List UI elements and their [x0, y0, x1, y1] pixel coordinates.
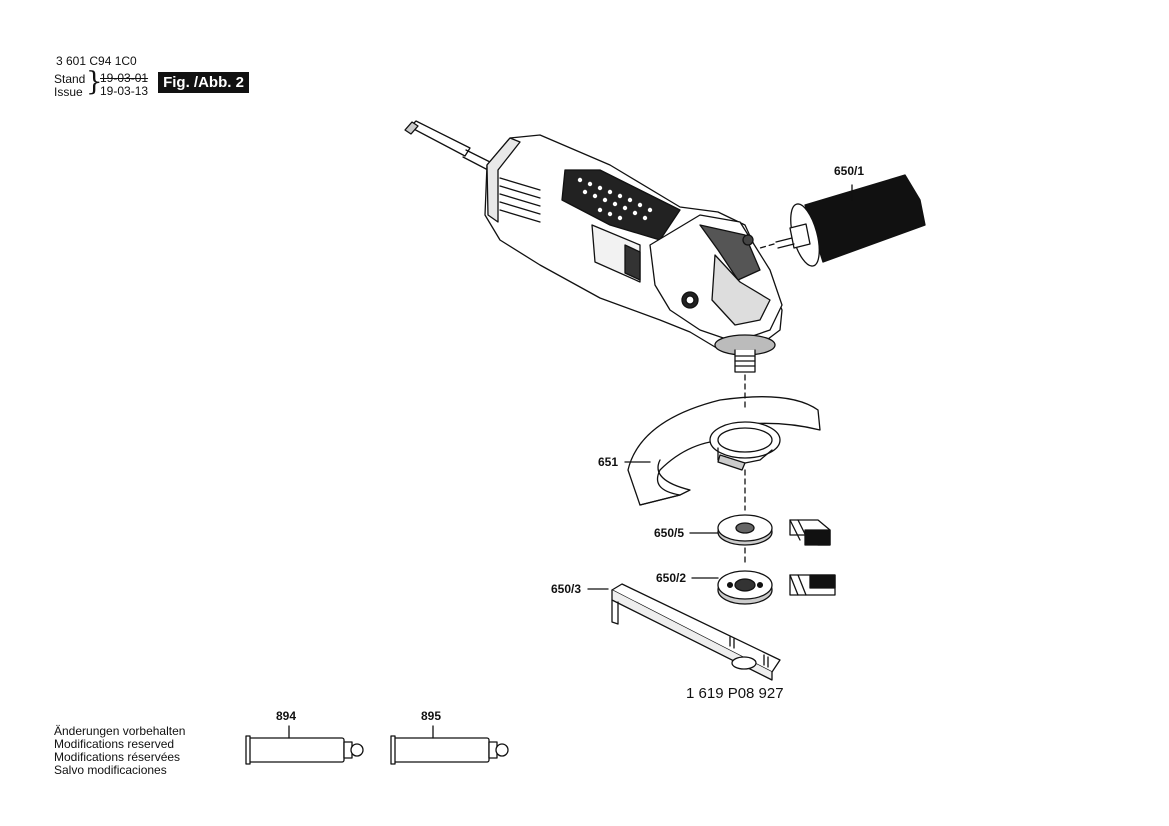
stand-label: Stand [54, 72, 86, 86]
grease-tube-894-illustration [245, 725, 364, 765]
document-number: 3 601 C94 1C0 [56, 54, 137, 68]
grease-tube-895-illustration [390, 725, 509, 765]
callout-894: 894 [276, 709, 296, 723]
note-spanish: Salvo modificaciones [54, 763, 167, 777]
issue-label: Issue [54, 85, 83, 99]
callout-651: 651 [598, 455, 618, 469]
callout-895: 895 [421, 709, 441, 723]
callout-650-1: 650/1 [834, 164, 864, 178]
part-number: 1 619 P08 927 [686, 685, 784, 702]
leader-lines [587, 184, 853, 590]
note-french: Modifications réservées [54, 750, 181, 764]
note-german: Änderungen vorbehalten [54, 724, 186, 738]
date-brace: } [86, 67, 103, 97]
callout-650-3: 650/3 [551, 582, 581, 596]
auxiliary-handle-illustration [759, 174, 926, 267]
figure-badge: Fig. /Abb. 2 [158, 72, 249, 93]
spanner-illustration [611, 583, 781, 681]
stand-date: 19-03-01 [100, 71, 149, 85]
issue-date: 19-03-13 [100, 84, 149, 98]
callout-650-5: 650/5 [654, 526, 684, 540]
callout-650-2: 650/2 [656, 571, 686, 585]
mounting-flange-illustration [717, 514, 831, 566]
angle-grinder-illustration [404, 120, 783, 373]
clamping-nut-illustration [717, 570, 836, 605]
wheel-guard-illustration [627, 374, 821, 511]
modification-notes: Änderungen vorbehalten Modifications res… [54, 725, 185, 777]
note-english: Modifications reserved [54, 737, 175, 751]
